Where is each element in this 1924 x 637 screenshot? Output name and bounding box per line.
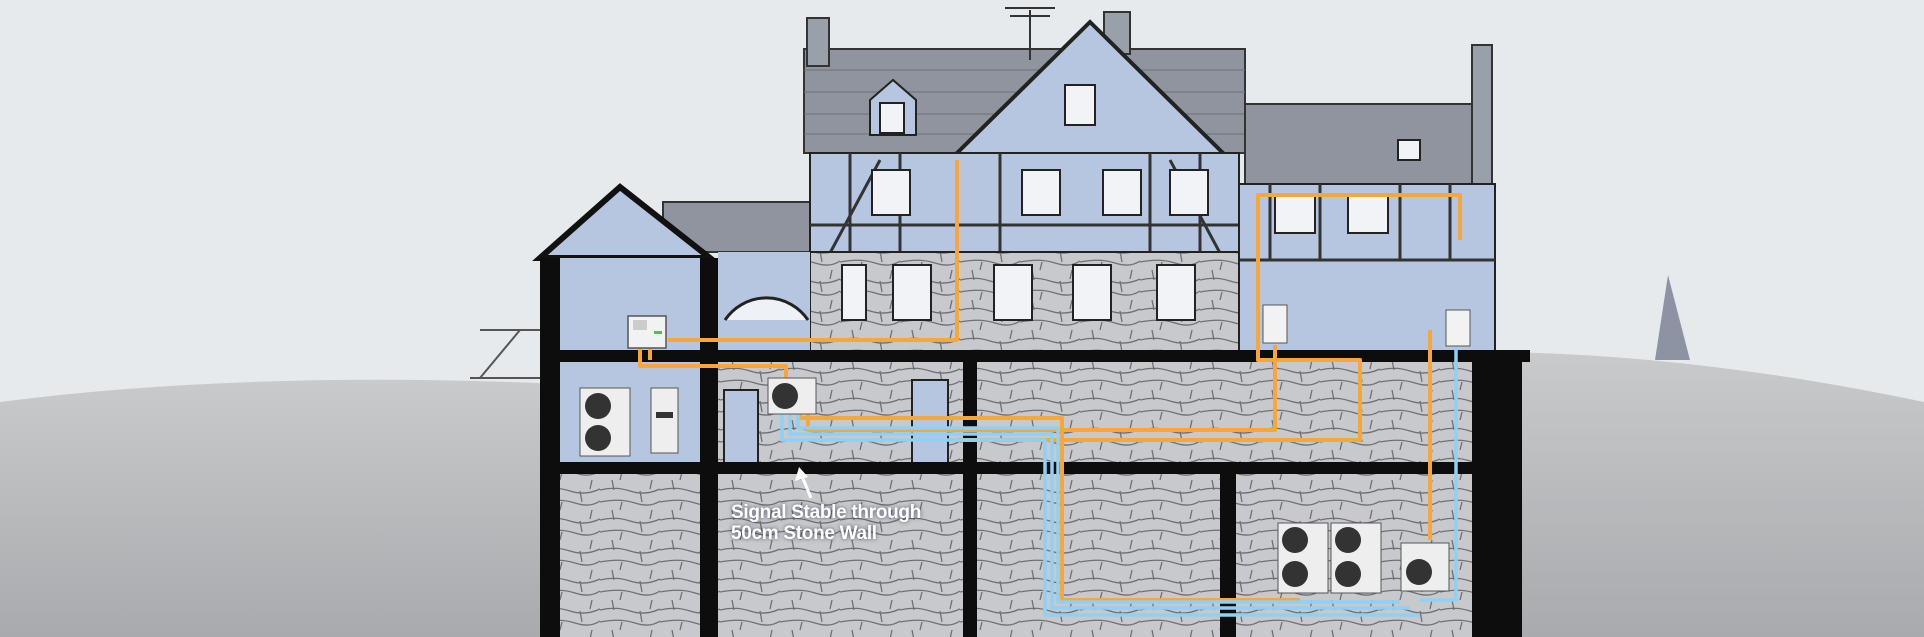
door [911, 379, 949, 464]
annotation-line-1: Signal Stable through [731, 502, 922, 523]
inverter-icon [650, 387, 679, 454]
annotation-line-2: 50cm Stone Wall [731, 523, 877, 544]
orange-signal-lines [638, 160, 1462, 602]
signal-annotation: Signal Stable through 50cm Stone Wall [731, 502, 921, 544]
blue-signal-lines [780, 340, 1458, 617]
lower-stone-level [718, 353, 1472, 466]
right-roof [1244, 103, 1473, 185]
wall-controller-icon [1262, 304, 1471, 347]
distant-spire [1655, 275, 1690, 360]
ground-left [0, 379, 560, 637]
controller-icon [627, 315, 667, 349]
signal-arrow-icon [795, 467, 813, 499]
basement-heat-pump-units [1277, 522, 1450, 594]
ground-right [1500, 352, 1924, 637]
heat-pump-unit-icon [579, 387, 631, 457]
heat-pump-unit-icon [767, 377, 817, 415]
door [723, 389, 759, 464]
